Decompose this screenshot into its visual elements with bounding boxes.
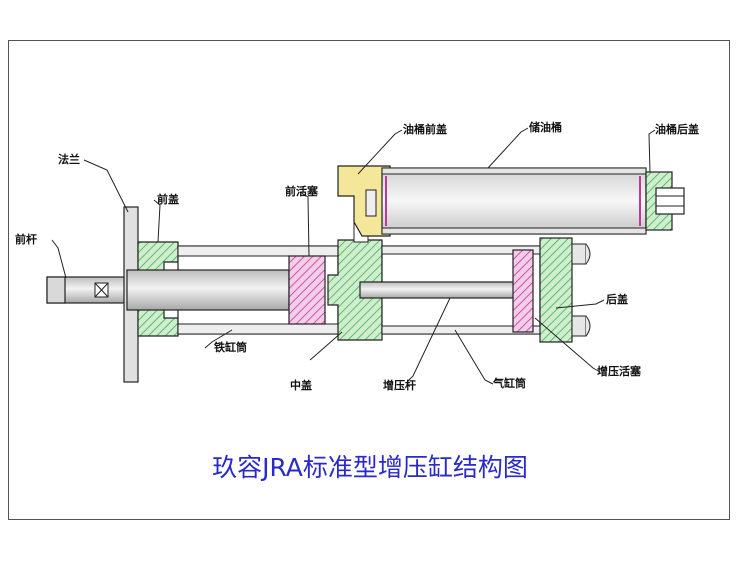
- label-oil-tank-rear-cover: 油桶后盖: [655, 122, 699, 136]
- label-air-cylinder-tube: 气缸筒: [492, 376, 526, 390]
- rear-bolt-head-bottom: [571, 315, 587, 337]
- booster-rod: [359, 281, 516, 299]
- leader-lines: [51, 127, 656, 385]
- diagram-caption: 玖容JRA标准型增压缸结构图: [212, 453, 528, 482]
- label-iron-cylinder-tube: 铁缸筒: [214, 340, 247, 354]
- label-flange: 法兰: [58, 152, 80, 166]
- label-booster-piston: 增压活塞: [597, 364, 642, 378]
- rod-end: [46, 276, 66, 304]
- oil-storage-tank: [381, 167, 647, 235]
- booster-piston: [512, 249, 534, 333]
- label-middle-cover: 中盖: [290, 378, 312, 392]
- rear-cover: [539, 237, 573, 343]
- label-oil-tank-front-cover: 油桶前盖: [403, 122, 447, 136]
- tank-nut: [655, 187, 685, 215]
- label-front-cover: 前盖: [157, 192, 179, 206]
- piston-rod: [126, 269, 290, 311]
- rear-bolt-head-top: [571, 243, 587, 265]
- label-front-rod: 前杆: [15, 232, 37, 246]
- label-booster-rod: 增压杆: [383, 378, 416, 392]
- label-oil-storage-tank: 储油桶: [529, 120, 562, 134]
- label-rear-cover: 后盖: [606, 292, 628, 306]
- label-front-piston: 前活塞: [285, 184, 319, 198]
- front-piston: [288, 255, 326, 325]
